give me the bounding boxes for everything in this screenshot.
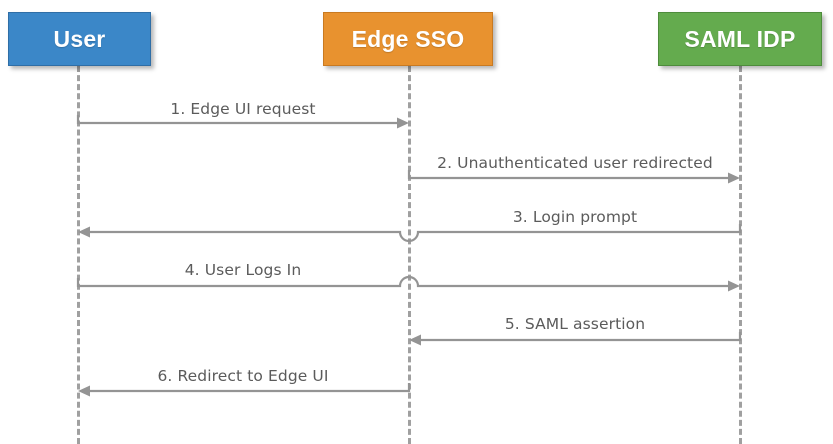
message-label-4: 4. User Logs In (184, 261, 302, 279)
message-shaft-3 (88, 230, 740, 243)
participant-box-user[interactable]: User (8, 12, 151, 66)
message-shaft-4 (78, 275, 730, 288)
participant-box-edge-sso[interactable]: Edge SSO (323, 12, 493, 66)
message-label-6: 6. Redirect to Edge UI (157, 367, 329, 385)
message-label-2: 2. Unauthenticated user redirected (437, 154, 713, 172)
participant-label-user: User (53, 25, 106, 52)
message-label-1: 1. Edge UI request (170, 100, 316, 118)
message-label-5: 5. SAML assertion (504, 315, 646, 333)
participant-label-saml-idp: SAML IDP (684, 25, 796, 52)
lifeline-user (77, 66, 80, 444)
message-arrow-2[interactable] (407, 170, 740, 184)
message-arrow-6[interactable] (78, 383, 411, 397)
lifeline-saml-idp (739, 66, 742, 444)
lifeline-edge-sso (408, 66, 411, 444)
message-arrow-5[interactable] (409, 332, 742, 346)
participant-label-edge-sso: Edge SSO (351, 25, 465, 52)
participant-box-saml-idp[interactable]: SAML IDP (658, 12, 822, 66)
message-label-3: 3. Login prompt (512, 208, 638, 226)
